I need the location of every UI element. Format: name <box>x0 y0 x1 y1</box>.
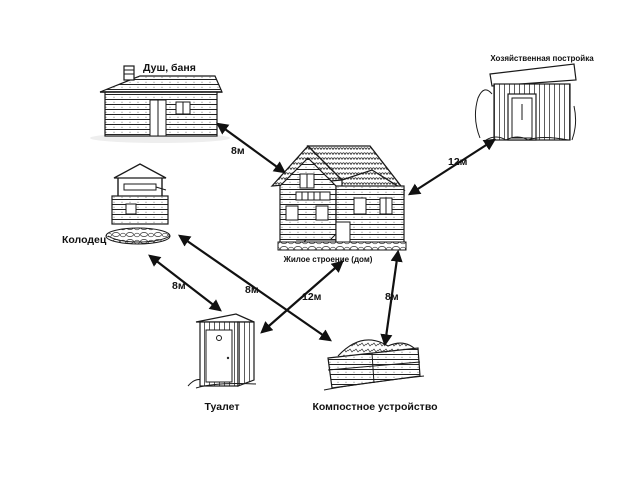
distance-shed-house: 12м <box>448 156 468 168</box>
compost-illustration <box>323 339 425 391</box>
compost-label: Компостное устройство <box>312 401 437 413</box>
shed-label: Хозяйственная постройка <box>490 54 594 63</box>
distance-compost-house: 8м <box>385 291 399 303</box>
well-label: Колодец <box>62 234 107 246</box>
arrow-shed-house <box>407 138 497 196</box>
distance-well-compost: 8м <box>245 284 259 296</box>
arrow-compost-house <box>380 249 403 347</box>
distance-toilet-house: 12м <box>302 291 322 303</box>
well-illustration <box>105 163 171 245</box>
distance-bath-house: 8м <box>231 145 245 157</box>
bath-label: Душ, баня <box>143 62 196 74</box>
toilet-label: Туалет <box>205 401 240 413</box>
arrow-toilet-house <box>260 260 344 334</box>
bath-house-illustration <box>90 65 230 143</box>
arrow-bath-house <box>216 122 286 174</box>
house-label: Жилое строение (дом) <box>283 255 373 264</box>
toilet-illustration <box>187 313 257 389</box>
shed-illustration <box>474 63 577 141</box>
distance-well-toilet: 8м <box>172 280 186 292</box>
house-illustration <box>270 145 407 251</box>
